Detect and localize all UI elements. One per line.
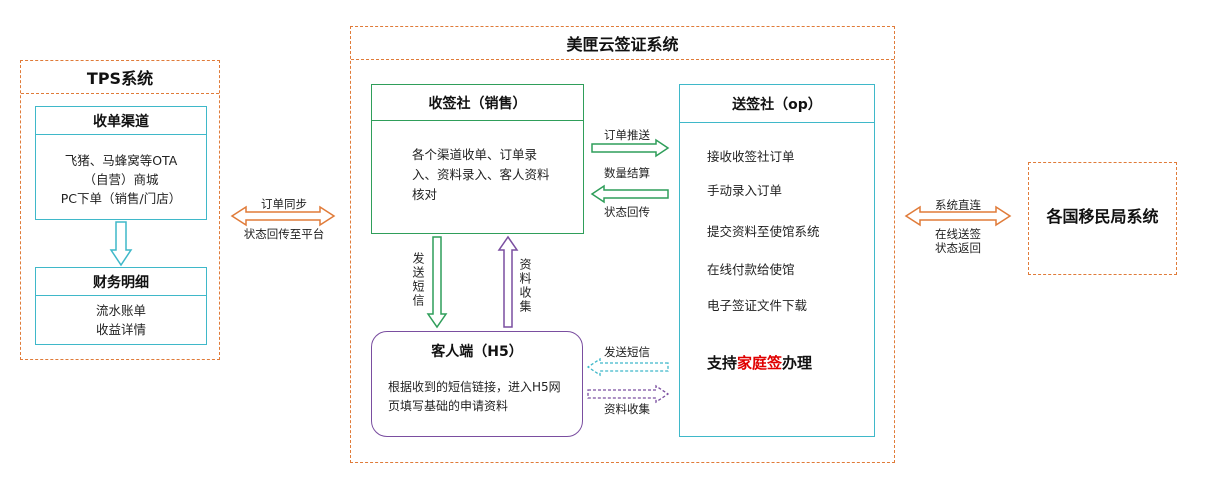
- finance-box-body: 流水账单 收益详情: [36, 296, 206, 339]
- send-sms-left-arrow: [586, 357, 669, 377]
- finance-line: 流水账单: [95, 303, 146, 318]
- finance-line: 收益详情: [95, 322, 146, 337]
- channel-box-title: 收单渠道: [36, 107, 206, 135]
- data-collect-up-arrow: [497, 235, 519, 328]
- gov-link-bottom-line: 状态返回: [935, 241, 981, 255]
- send-agency-item: 在线付款给使馆: [707, 262, 795, 277]
- tps-link-bottom-label: 状态回传至平台: [243, 227, 325, 241]
- status-return-label: 状态回传: [604, 205, 650, 219]
- immigration-system-title: 各国移民局系统: [1046, 206, 1159, 226]
- gov-direct-arrow: [904, 205, 1012, 227]
- send-agency-item: 提交资料至使馆系统: [707, 224, 820, 239]
- family-visa-highlight: 家庭签: [737, 354, 783, 372]
- family-visa-prefix: 支持: [707, 354, 738, 372]
- collect-agency-body: 各个渠道收单、订单录入、资料录入、客人资料核对: [412, 147, 550, 202]
- customer-h5-box: 客人端（H5） 根据收到的短信链接，进入H5网页填写基础的申请资料: [371, 331, 583, 437]
- order-push-label: 订单推送: [604, 128, 650, 142]
- send-agency-item: 电子签证文件下载: [707, 298, 808, 313]
- finance-box-title: 财务明细: [36, 268, 206, 296]
- channel-line: （自营）商城: [83, 172, 159, 187]
- gov-link-top-label: 系统直连: [935, 198, 981, 212]
- channel-line: PC下单（销售/门店）: [60, 191, 182, 206]
- tps-system-panel: TPS系统 收单渠道 飞猪、马蜂窝等OTA （自营）商城 PC下单（销售/门店）…: [20, 60, 220, 360]
- gov-link-bottom-line: 在线送签: [935, 227, 981, 241]
- channel-box-body: 飞猪、马蜂窝等OTA （自营）商城 PC下单（销售/门店）: [36, 135, 206, 208]
- tps-system-title: TPS系统: [21, 61, 219, 94]
- send-agency-box: 送签社（op） 接收收签社订单 手动录入订单 提交资料至使馆系统 在线付款给使馆…: [679, 84, 875, 437]
- customer-h5-body: 根据收到的短信链接，进入H5网页填写基础的申请资料: [388, 380, 561, 413]
- send-sms-vertical-label: 发送短信: [411, 252, 425, 308]
- meixia-system-panel: 美匣云签证系统: [350, 26, 895, 463]
- finance-box: 财务明细 流水账单 收益详情: [35, 267, 207, 345]
- channel-box: 收单渠道 飞猪、马蜂窝等OTA （自营）商城 PC下单（销售/门店）: [35, 106, 207, 220]
- send-agency-item: 接收收签社订单: [707, 149, 795, 164]
- channel-to-finance-arrow: [109, 221, 133, 267]
- gov-link-bottom-label: 在线送签 状态返回: [920, 227, 996, 255]
- customer-h5-title: 客人端（H5）: [431, 344, 523, 360]
- family-visa-suffix: 办理: [782, 354, 813, 372]
- collect-agency-box: 收签社（销售） 各个渠道收单、订单录入、资料录入、客人资料核对: [371, 84, 584, 234]
- qty-settle-label: 数量结算: [604, 166, 650, 180]
- meixia-system-title: 美匣云签证系统: [351, 27, 894, 60]
- send-agency-item: 手动录入订单: [707, 183, 783, 198]
- send-sms-horizontal-label: 发送短信: [604, 345, 650, 359]
- immigration-system-panel: 各国移民局系统: [1028, 162, 1177, 275]
- tps-sync-arrow: [230, 205, 336, 227]
- data-collect-vertical-label: 资料收集: [518, 258, 532, 314]
- data-collect-right-arrow: [587, 384, 670, 404]
- family-visa-support: 支持家庭签办理: [707, 352, 812, 373]
- collect-agency-title: 收签社（销售）: [372, 85, 583, 121]
- channel-line: 飞猪、马蜂窝等OTA: [64, 153, 178, 168]
- tps-link-top-label: 订单同步: [261, 197, 307, 211]
- send-agency-title: 送签社（op）: [680, 85, 874, 123]
- send-sms-down-arrow: [426, 236, 448, 329]
- data-collect-horizontal-label: 资料收集: [604, 402, 650, 416]
- status-return-arrow: [590, 184, 669, 204]
- order-push-arrow: [591, 138, 670, 158]
